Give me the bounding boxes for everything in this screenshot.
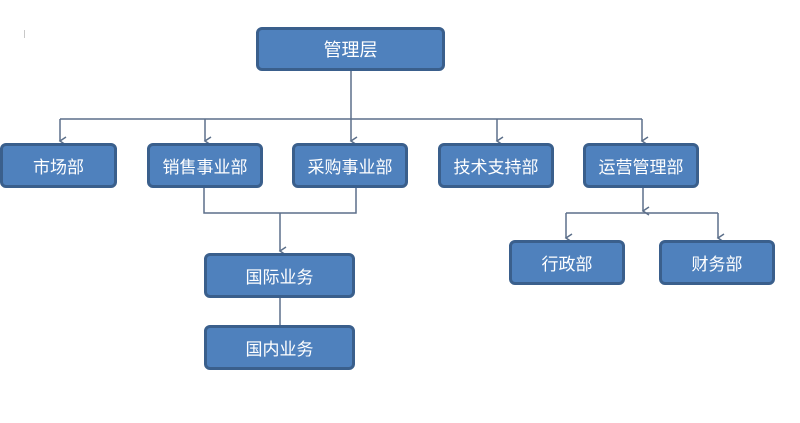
node-international-business: 国际业务 [204,253,355,298]
node-operations-dept: 运营管理部 [583,143,699,188]
stray-mark [24,30,25,38]
node-tech-support-dept: 技术支持部 [438,143,554,188]
node-finance-dept: 财务部 [659,240,775,285]
node-market-dept: 市场部 [0,143,117,188]
node-sales-dept: 销售事业部 [147,143,263,188]
node-domestic-business: 国内业务 [204,325,355,370]
node-admin-dept: 行政部 [509,240,625,285]
connector-sales-purchasing-merge [203,186,357,214]
node-management: 管理层 [256,27,445,71]
node-purchasing-dept: 采购事业部 [292,143,408,188]
